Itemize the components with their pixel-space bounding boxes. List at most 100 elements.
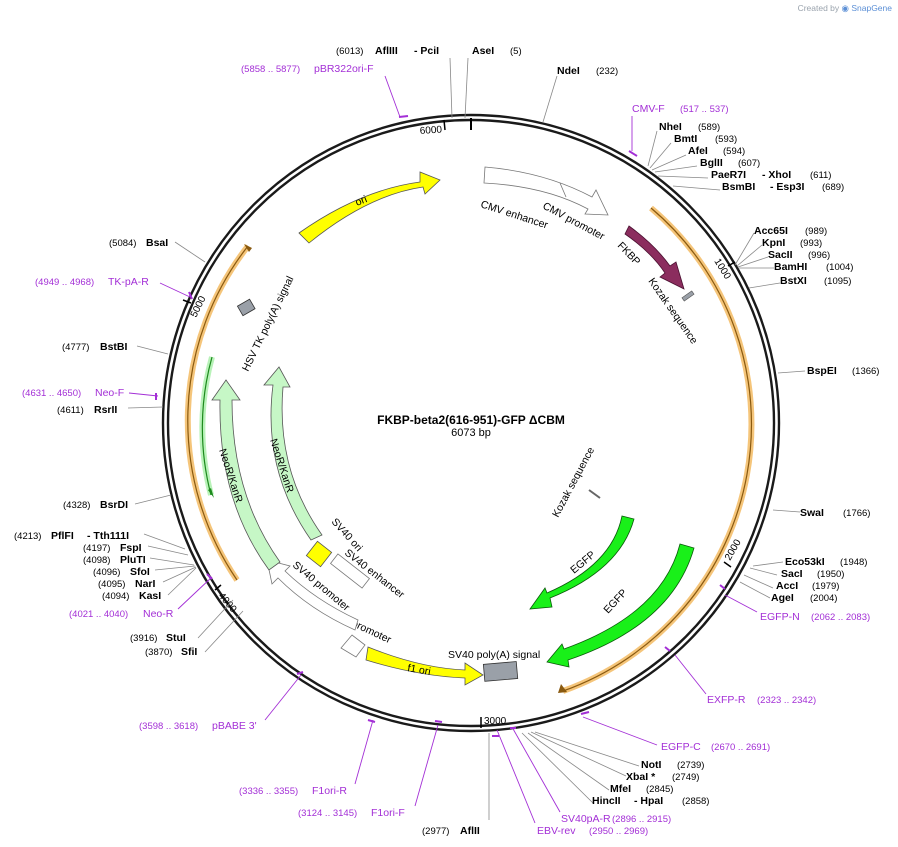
primer-egfp-c[interactable]: EGFP-C (2670 .. 2691) bbox=[661, 741, 770, 753]
enzyme-aflii[interactable]: (2977) AflII bbox=[422, 825, 480, 837]
svg-text:AseI: AseI bbox=[472, 45, 494, 57]
enzyme-bsai[interactable]: (5084) BsaI bbox=[109, 237, 168, 249]
svg-text:- Esp3I: - Esp3I bbox=[770, 181, 805, 193]
enzyme-pluti[interactable]: (4098) PluTI bbox=[83, 554, 146, 566]
primer-f1ori-f[interactable]: (3124 .. 3145) F1ori-F bbox=[298, 807, 405, 819]
svg-text:(2858): (2858) bbox=[682, 796, 709, 807]
svg-text:EGFP-N: EGFP-N bbox=[760, 611, 800, 623]
enzyme-bspei[interactable]: BspEI (1366) bbox=[807, 365, 879, 377]
svg-text:(607): (607) bbox=[738, 158, 760, 169]
enzyme-nari[interactable]: (4095) NarI bbox=[98, 578, 156, 590]
svg-text:Eco53kI: Eco53kI bbox=[785, 556, 825, 568]
svg-text:- HpaI: - HpaI bbox=[634, 795, 663, 807]
hsv-tk-polya-label: HSV TK poly(A) signal bbox=[240, 274, 296, 373]
svg-text:(4611): (4611) bbox=[57, 405, 84, 416]
svg-text:(1948): (1948) bbox=[840, 557, 867, 568]
svg-text:(4095): (4095) bbox=[98, 579, 125, 590]
enzyme-stui[interactable]: (3916) StuI bbox=[130, 632, 186, 644]
primer-pbabe-3[interactable]: (3598 .. 3618) pBABE 3' bbox=[139, 720, 257, 732]
enzyme-acc65i[interactable]: Acc65I (989) bbox=[754, 225, 827, 237]
enzyme-aflIII-pciI[interactable]: (6013) AflIII - PciI bbox=[336, 45, 439, 57]
enzyme-sfii[interactable]: (3870) SfiI bbox=[145, 646, 197, 658]
kozak-box-bottom bbox=[588, 489, 601, 499]
enzyme-afei[interactable]: AfeI (594) bbox=[688, 145, 745, 157]
primer-cmv-f[interactable]: CMV-F (517 .. 537) bbox=[632, 103, 729, 115]
enzyme-eco53ki[interactable]: Eco53kI (1948) bbox=[785, 556, 867, 568]
svg-text:pBABE 3': pBABE 3' bbox=[212, 720, 257, 732]
enzyme-ndei[interactable]: NdeI (232) bbox=[557, 65, 618, 77]
svg-text:(2739): (2739) bbox=[677, 760, 704, 771]
primer-tk-pa-r[interactable]: (4949 .. 4968) TK-pA-R bbox=[35, 276, 149, 288]
svg-text:EBV-rev: EBV-rev bbox=[537, 825, 576, 837]
enzyme-acci[interactable]: AccI (1979) bbox=[776, 580, 839, 592]
svg-text:BsmBI: BsmBI bbox=[722, 181, 755, 193]
enzyme-asei[interactable]: AseI (5) bbox=[472, 45, 522, 57]
egfp-label-2: EGFP bbox=[601, 587, 629, 616]
primer-exfp-r[interactable]: EXFP-R (2323 .. 2342) bbox=[707, 694, 816, 706]
enzyme-bstxi[interactable]: BstXI (1095) bbox=[780, 275, 851, 287]
svg-text:(2896 .. 2915): (2896 .. 2915) bbox=[612, 814, 671, 825]
enzyme-kpni[interactable]: KpnI (993) bbox=[762, 237, 822, 249]
svg-text:(1004): (1004) bbox=[826, 262, 853, 273]
enzyme-mfei[interactable]: MfeI (2845) bbox=[610, 783, 673, 795]
svg-text:(593): (593) bbox=[715, 134, 737, 145]
neokanr-arrow-inner bbox=[263, 366, 323, 541]
enzyme-agei[interactable]: AgeI (2004) bbox=[771, 592, 837, 604]
svg-text:3000: 3000 bbox=[484, 716, 507, 727]
enzyme-xbai[interactable]: XbaI * (2749) bbox=[626, 771, 699, 783]
svg-text:(589): (589) bbox=[698, 122, 720, 133]
svg-text:(6013): (6013) bbox=[336, 46, 363, 57]
enzyme-pflfi-tth111i[interactable]: (4213) PflFI - Tth111I bbox=[14, 530, 129, 542]
enzyme-hincii-hpai[interactable]: HincII - HpaI (2858) bbox=[592, 795, 709, 807]
svg-text:SacII: SacII bbox=[768, 249, 793, 261]
primer-leaders bbox=[128, 75, 758, 824]
svg-text:PflFI: PflFI bbox=[51, 530, 74, 542]
svg-text:AflIII: AflIII bbox=[375, 45, 398, 57]
svg-text:6000: 6000 bbox=[419, 124, 442, 137]
enzyme-bsrdi[interactable]: (4328) BsrDI bbox=[63, 499, 128, 511]
neokanr-label-inner: NeoR/KanR bbox=[267, 437, 296, 494]
orf-arc-green-head bbox=[208, 488, 214, 498]
enzyme-bmti[interactable]: BmtI (593) bbox=[674, 133, 737, 145]
primer-egfp-n[interactable]: EGFP-N (2062 .. 2083) bbox=[760, 611, 870, 623]
enzyme-noti[interactable]: NotI (2739) bbox=[641, 759, 704, 771]
svg-text:PaeR7I: PaeR7I bbox=[711, 169, 746, 181]
svg-text:- Tth111I: - Tth111I bbox=[87, 530, 129, 542]
enzyme-paer7i-xhoi[interactable]: PaeR7I - XhoI (611) bbox=[711, 169, 831, 181]
svg-text:NotI: NotI bbox=[641, 759, 661, 771]
svg-text:(989): (989) bbox=[805, 226, 827, 237]
enzyme-bsmbi-esp3i[interactable]: BsmBI - Esp3I (689) bbox=[722, 181, 844, 193]
svg-text:(4096): (4096) bbox=[93, 567, 120, 578]
enzyme-rsrii[interactable]: (4611) RsrII bbox=[57, 404, 117, 416]
primer-pbr322ori-f[interactable]: (5858 .. 5877) pBR322ori-F bbox=[241, 63, 374, 75]
enzyme-sfoi[interactable]: (4096) SfoI bbox=[93, 566, 150, 578]
svg-text:PluTI: PluTI bbox=[120, 554, 146, 566]
svg-text:(2004): (2004) bbox=[810, 593, 837, 604]
svg-text:SfoI: SfoI bbox=[130, 566, 150, 578]
svg-text:(5858 .. 5877): (5858 .. 5877) bbox=[241, 64, 300, 75]
primer-f1ori-r[interactable]: (3336 .. 3355) F1ori-R bbox=[239, 785, 347, 797]
primer-neo-f[interactable]: (4631 .. 4650) Neo-F bbox=[22, 387, 124, 399]
enzyme-swai[interactable]: SwaI (1766) bbox=[800, 507, 870, 519]
svg-text:BglII: BglII bbox=[700, 157, 723, 169]
svg-text:Neo-R: Neo-R bbox=[143, 608, 174, 620]
svg-text:(4098): (4098) bbox=[83, 555, 110, 566]
svg-text:(4213): (4213) bbox=[14, 531, 41, 542]
enzyme-bamhi[interactable]: BamHI (1004) bbox=[774, 261, 853, 273]
svg-text:(3336 .. 3355): (3336 .. 3355) bbox=[239, 786, 298, 797]
primer-ebv-rev[interactable]: EBV-rev (2950 .. 2969) bbox=[537, 825, 648, 837]
enzyme-nhei[interactable]: NheI (589) bbox=[659, 121, 720, 133]
primer-neo-r[interactable]: (4021 .. 4040) Neo-R bbox=[69, 608, 174, 620]
enzyme-bstbi[interactable]: (4777) BstBI bbox=[62, 341, 128, 353]
svg-text:(2062 .. 2083): (2062 .. 2083) bbox=[811, 612, 870, 623]
enzyme-saci[interactable]: SacI (1950) bbox=[781, 568, 844, 580]
svg-text:(2323 .. 2342): (2323 .. 2342) bbox=[757, 695, 816, 706]
enzyme-sacii[interactable]: SacII (996) bbox=[768, 249, 830, 261]
enzyme-fspi[interactable]: (4197) FspI bbox=[83, 542, 142, 554]
snapgene-credit: Created by ◉ SnapGene bbox=[798, 3, 892, 14]
enzyme-bglii[interactable]: BglII (607) bbox=[700, 157, 760, 169]
primer-sv40pa-r[interactable]: SV40pA-R (2896 .. 2915) bbox=[561, 813, 671, 825]
enzyme-kasi[interactable]: (4094) KasI bbox=[102, 590, 161, 602]
svg-text:(4631 .. 4650): (4631 .. 4650) bbox=[22, 388, 81, 399]
